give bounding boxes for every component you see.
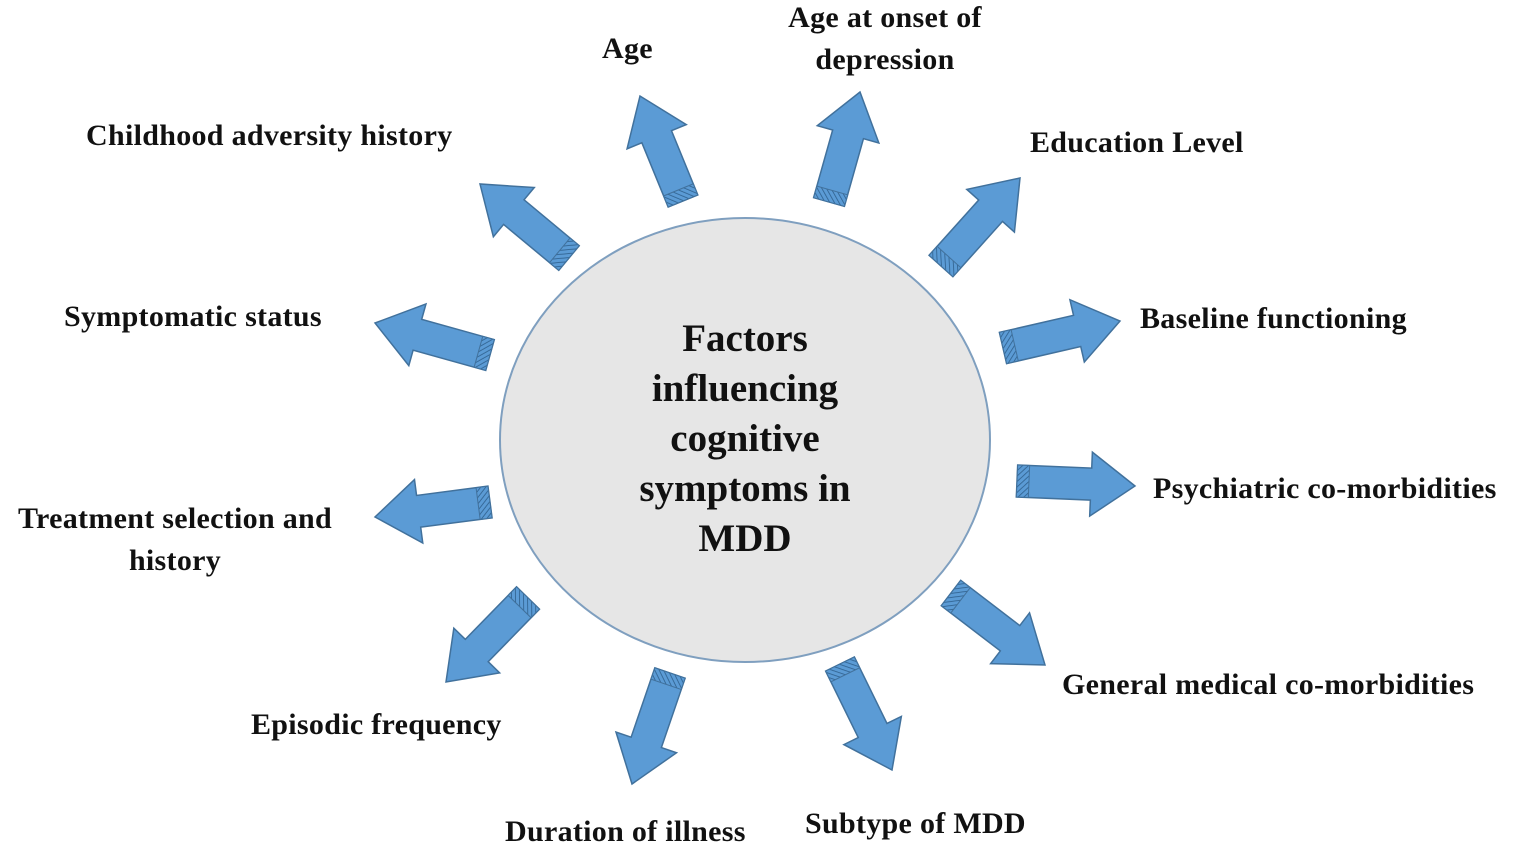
arrow-subtype bbox=[824, 655, 903, 772]
central-title: Factors influencing cognitive symptoms i… bbox=[540, 314, 950, 564]
arrow-tail-hatch bbox=[940, 579, 971, 614]
factor-label-age-onset: Age at onset of depression bbox=[770, 0, 1000, 81]
factor-label-education: Education Level bbox=[1030, 126, 1244, 159]
arrow-symptomatic-status bbox=[373, 302, 496, 372]
arrow-body bbox=[445, 585, 541, 683]
arrow-tail-hatch bbox=[473, 335, 495, 372]
factor-label-subtype: Subtype of MDD bbox=[805, 807, 1026, 840]
arrow-age-onset bbox=[812, 90, 881, 208]
arrow-body bbox=[479, 183, 581, 272]
arrow-education bbox=[928, 177, 1021, 278]
arrow-body bbox=[373, 478, 493, 545]
factor-label-psychiatric-comorbidities: Psychiatric co-morbidities bbox=[1153, 472, 1497, 505]
arrow-tail-hatch bbox=[998, 329, 1019, 365]
arrow-group bbox=[373, 90, 1137, 786]
arrow-tail-hatch bbox=[928, 245, 962, 278]
arrow-tail-hatch bbox=[548, 237, 580, 272]
arrow-tail-hatch bbox=[1015, 464, 1031, 499]
arrow-tail-hatch bbox=[824, 656, 861, 683]
arrow-tail-hatch bbox=[812, 185, 849, 207]
factor-label-age: Age bbox=[602, 32, 653, 65]
arrow-tail-hatch bbox=[475, 485, 493, 520]
arrow-baseline-functioning bbox=[998, 298, 1122, 365]
factor-label-duration: Duration of illness bbox=[505, 815, 746, 848]
factor-label-line: depression bbox=[815, 43, 955, 76]
arrow-age bbox=[625, 94, 699, 209]
arrow-body bbox=[998, 298, 1122, 365]
arrow-general-medical bbox=[940, 579, 1047, 666]
arrow-tail-hatch bbox=[650, 667, 686, 691]
arrow-tail-hatch bbox=[662, 183, 699, 208]
arrow-duration bbox=[614, 666, 687, 786]
arrow-tail-hatch bbox=[507, 586, 541, 619]
central-title-line: influencing bbox=[651, 367, 839, 410]
central-circle bbox=[499, 217, 991, 663]
arrow-childhood-adversity bbox=[479, 183, 581, 272]
factor-label-general-medical: General medical co-morbidities bbox=[1062, 668, 1475, 701]
factor-label-line: Treatment selection and bbox=[17, 502, 333, 535]
arrow-body bbox=[812, 90, 881, 208]
arrow-body bbox=[1015, 450, 1137, 518]
arrow-body bbox=[940, 579, 1047, 666]
arrow-psychiatric-comorbidities bbox=[1015, 450, 1137, 518]
factor-label-treatment: Treatment selection and history bbox=[0, 498, 350, 582]
factor-label-episodic-frequency: Episodic frequency bbox=[251, 708, 502, 741]
arrow-body bbox=[614, 666, 687, 786]
factor-label-line: Age at onset of bbox=[788, 1, 982, 34]
factor-label-line: history bbox=[128, 544, 222, 577]
arrow-episodic-frequency bbox=[445, 585, 541, 683]
central-title-line: cognitive bbox=[670, 417, 820, 460]
central-title-line: symptoms in bbox=[639, 467, 851, 510]
arrow-body bbox=[373, 302, 496, 372]
factor-label-symptomatic-status: Symptomatic status bbox=[64, 300, 322, 333]
arrow-treatment bbox=[373, 478, 493, 545]
arrow-body bbox=[928, 177, 1021, 278]
factor-label-childhood-adversity: Childhood adversity history bbox=[86, 119, 453, 152]
central-title-line: Factors bbox=[682, 317, 808, 360]
factor-label-baseline-functioning: Baseline functioning bbox=[1140, 302, 1407, 335]
central-title-line: MDD bbox=[698, 517, 792, 560]
